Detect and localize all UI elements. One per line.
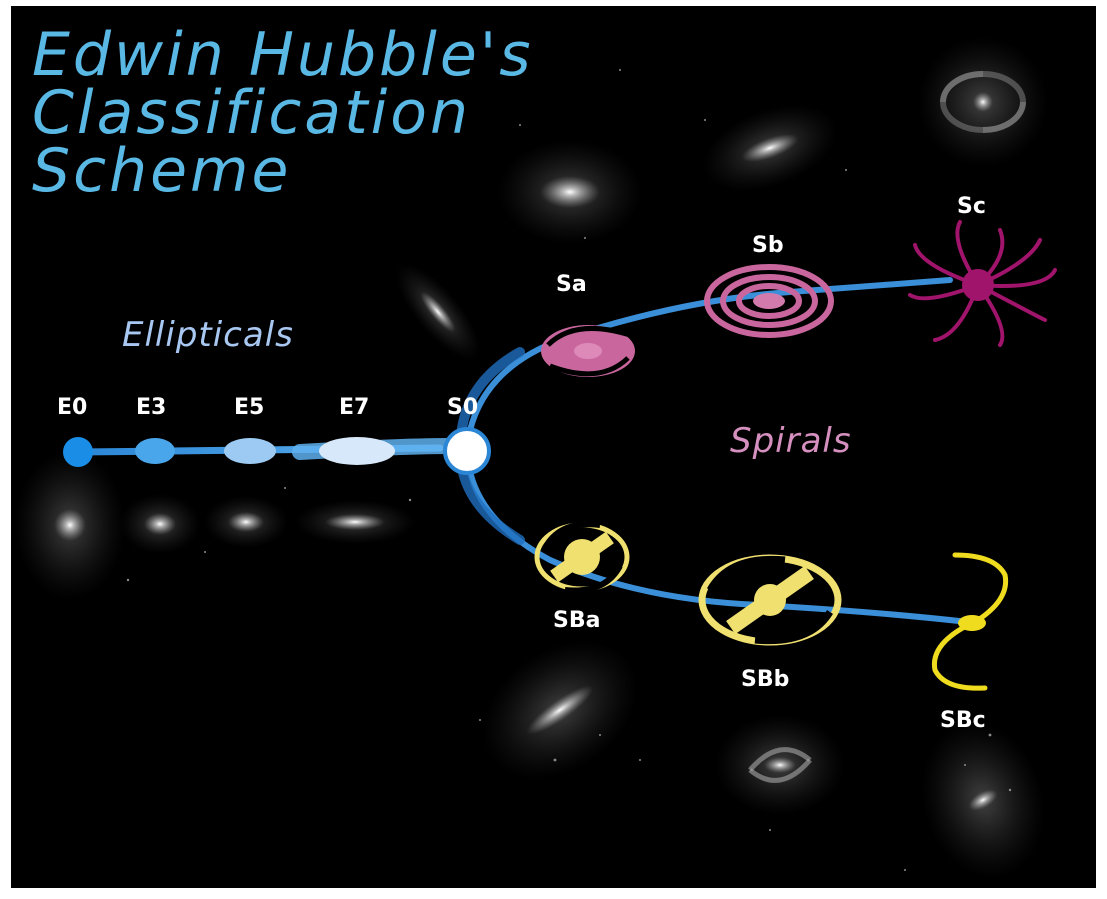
galaxy-photo-s0 <box>395 263 481 361</box>
title-line-1: Edwin Hubble's <box>32 20 534 90</box>
galaxy-photo-sc <box>918 37 1048 167</box>
upper-branch <box>465 277 953 443</box>
e3-symbol <box>135 438 175 464</box>
title: Edwin Hubble's Classification Scheme <box>32 20 534 206</box>
galaxy-photo-e3 <box>120 494 200 554</box>
title-line-3: Scheme <box>32 136 291 206</box>
spirals-label: Spirals <box>730 421 852 461</box>
galaxy-photos <box>15 37 1048 879</box>
galaxy-photo-e0 <box>15 450 125 600</box>
galaxy-photo-sb <box>702 105 838 191</box>
elliptical-symbols <box>63 427 491 475</box>
e0-symbol <box>63 437 93 467</box>
e5-symbol <box>224 438 276 464</box>
sbb-symbol <box>698 554 842 646</box>
label-sa: Sa <box>556 272 587 297</box>
ellipticals-label: Ellipticals <box>122 315 294 355</box>
label-sbc: SBc <box>940 708 986 733</box>
label-sba: SBa <box>553 608 600 633</box>
sc-symbol <box>908 220 1057 347</box>
label-s0: S0 <box>447 395 478 420</box>
galaxy-photo-sbc <box>921 721 1045 879</box>
galaxy-photo-e7 <box>295 500 415 544</box>
label-sbb: SBb <box>741 667 789 692</box>
s0-symbol <box>443 427 491 475</box>
e7-symbol <box>319 437 395 465</box>
label-e0: E0 <box>57 395 87 420</box>
spiral-symbols <box>541 220 1057 377</box>
sa-symbol <box>541 325 635 377</box>
galaxy-photo-sa <box>498 140 642 244</box>
barred-spiral-symbols <box>534 521 1009 691</box>
label-e3: E3 <box>136 395 166 420</box>
class-labels: E0 E3 E5 E7 S0 Sa Sb Sc SBa SBb SBc <box>57 194 986 733</box>
sb-symbol <box>704 264 834 338</box>
sbc-symbol <box>931 552 1009 691</box>
title-line-2: Classification <box>32 78 471 148</box>
galaxy-photo-sba <box>482 640 638 780</box>
label-e7: E7 <box>339 395 369 420</box>
label-sb: Sb <box>752 233 784 258</box>
galaxy-photo-e5 <box>204 496 288 548</box>
label-e5: E5 <box>234 395 264 420</box>
label-sc: Sc <box>957 194 986 219</box>
galaxy-photo-sbb <box>715 715 845 815</box>
sba-symbol <box>534 521 630 594</box>
